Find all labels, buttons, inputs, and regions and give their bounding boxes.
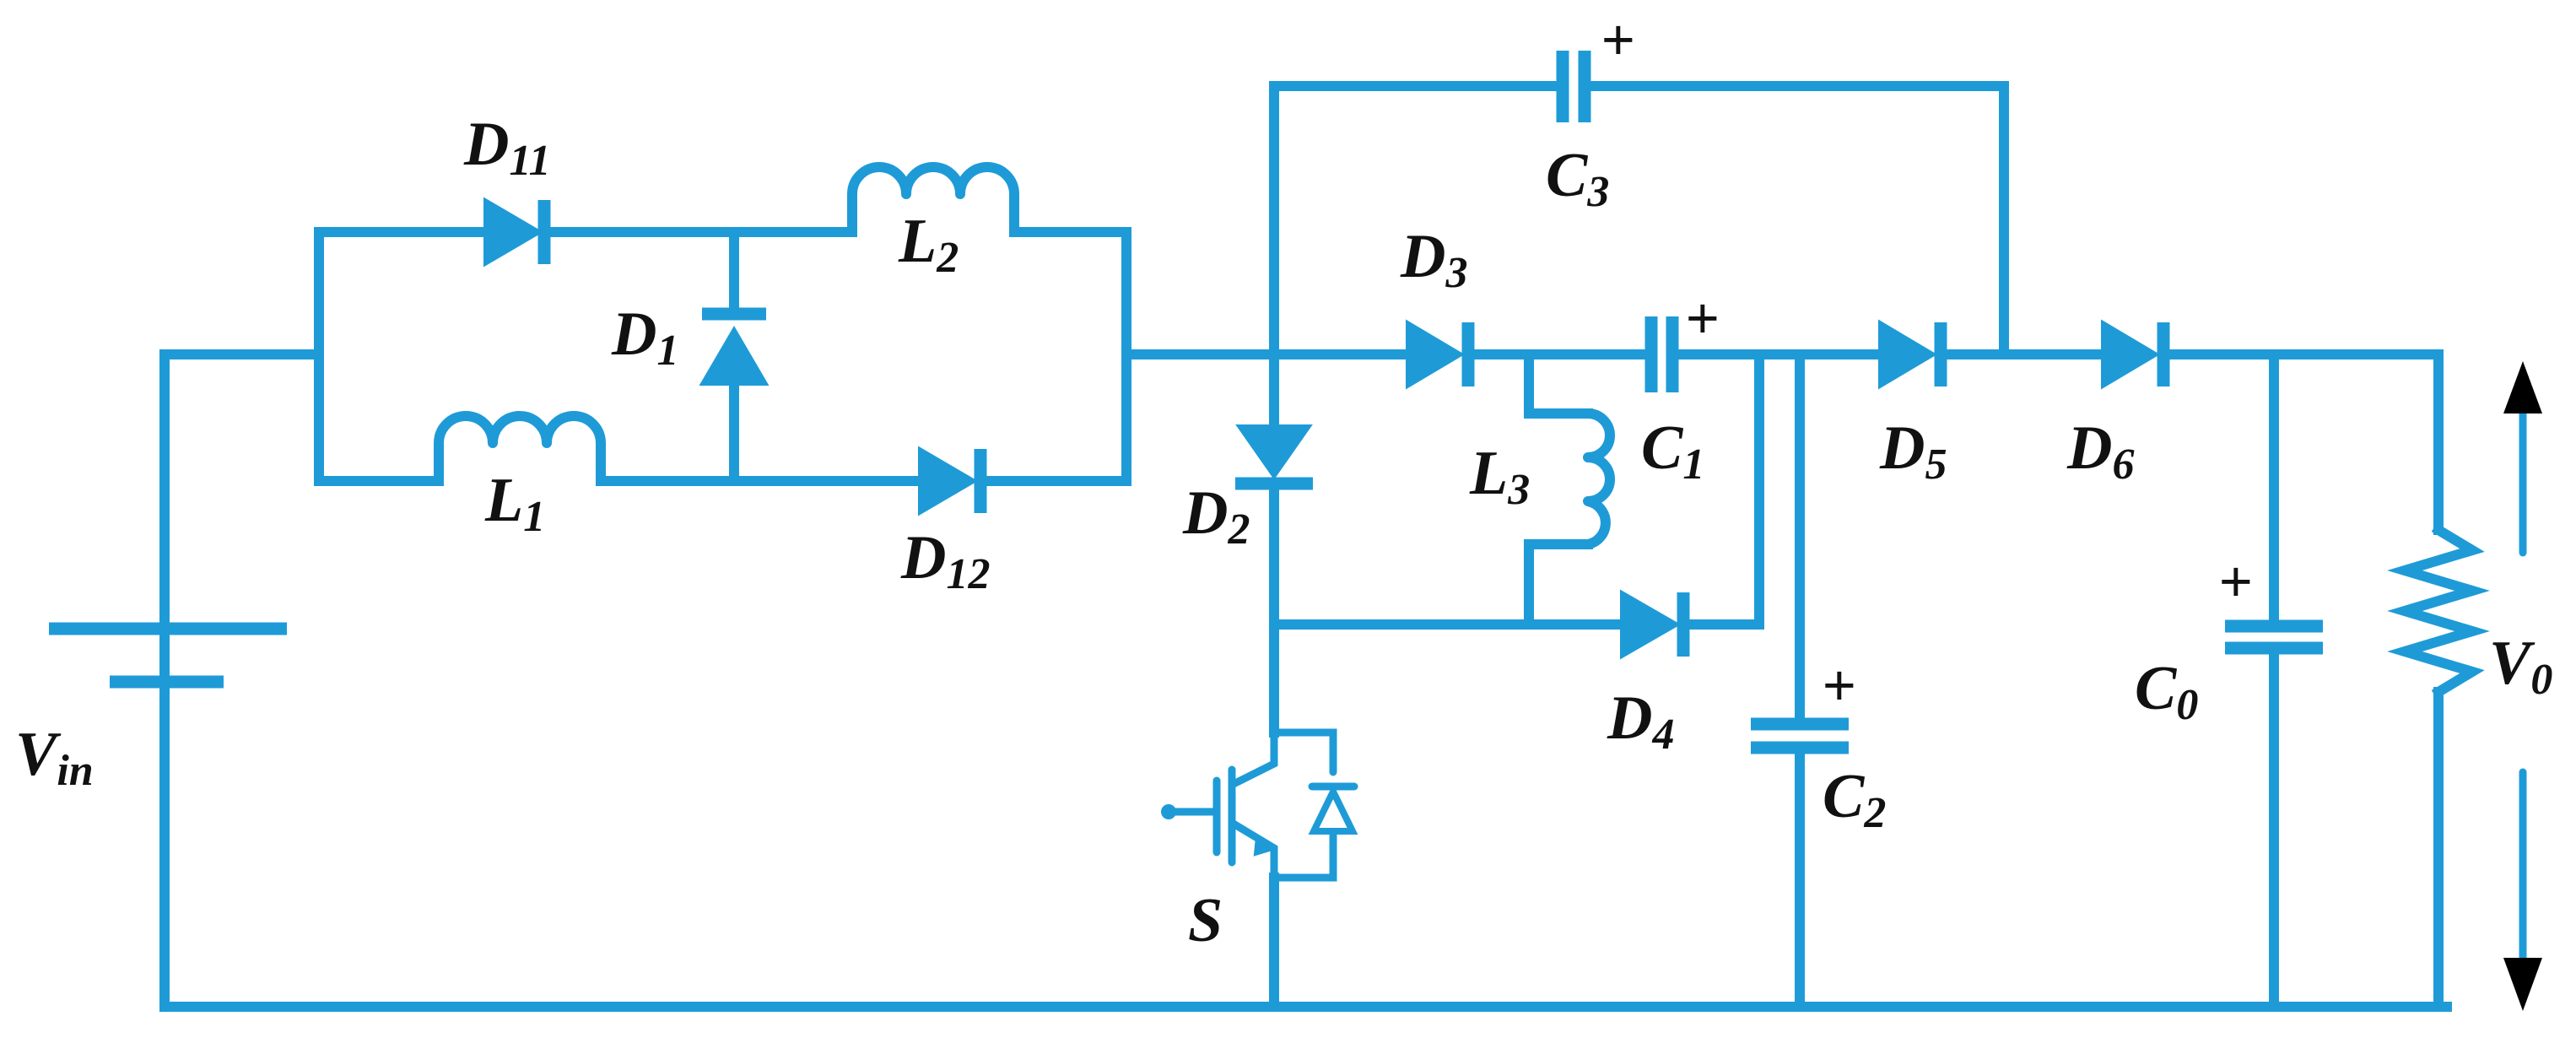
polarity-c3: + [1601,8,1635,72]
wire-c3-right [1585,81,2009,359]
diode-d5 [1878,319,1947,390]
inductor-l2 [847,162,1019,237]
label-d3: D3 [1400,222,1467,297]
label-l2: L2 [898,207,959,282]
vin-battery-symbol [49,622,287,689]
label-vin: Vin [15,720,94,795]
label-l1: L1 [484,466,545,541]
output-voltage-arrow [2503,361,2542,1011]
switch-s-igbt [1161,728,1358,882]
label-d6: D6 [2066,413,2134,489]
label-c2: C2 [1823,762,1886,837]
label-v0: V0 [2489,629,2552,704]
wire-vin-top [159,349,321,687]
resistor-load [2387,522,2490,700]
label-s: S [1188,886,1223,955]
label-c1: C1 [1641,413,1704,489]
label-d4: D4 [1607,684,1674,759]
polarity-c2: + [1823,653,1856,717]
label-d1: D1 [611,300,678,375]
wires [159,81,2452,1012]
polarity-c1: + [1686,286,1720,350]
wire-l3-top [1524,349,1593,419]
wire-c3-left [1269,81,1562,359]
label-c3: C3 [1546,141,1609,216]
label-d2: D2 [1182,478,1250,554]
label-d12: D12 [900,523,990,598]
diode-d2 [1235,424,1313,490]
capacitor-c1 [1644,316,1679,392]
label-c0: C0 [2135,654,2198,729]
inductor-l3 [1583,408,1615,549]
diode-d6 [2101,319,2170,390]
label-l3: L3 [1469,439,1530,514]
wire-d4-out [1682,349,1764,630]
inductor-l1 [434,411,606,486]
label-d5: D5 [1879,413,1947,489]
diode-d4 [1620,589,1690,660]
diode-d3 [1406,319,1475,390]
diode-d12 [918,446,987,516]
wire-l3-bottom [1524,539,1593,630]
gate-terminal [1161,804,1176,819]
polarity-c0: + [2219,549,2253,613]
capacitor-c3 [1556,51,1591,122]
diode-d11 [483,197,551,268]
label-d11: D11 [463,110,551,185]
switch-body-diode [1308,783,1358,835]
diode-d1 [699,307,770,386]
capacitor-c2 [1751,717,1849,754]
capacitor-c0 [2225,619,2323,655]
